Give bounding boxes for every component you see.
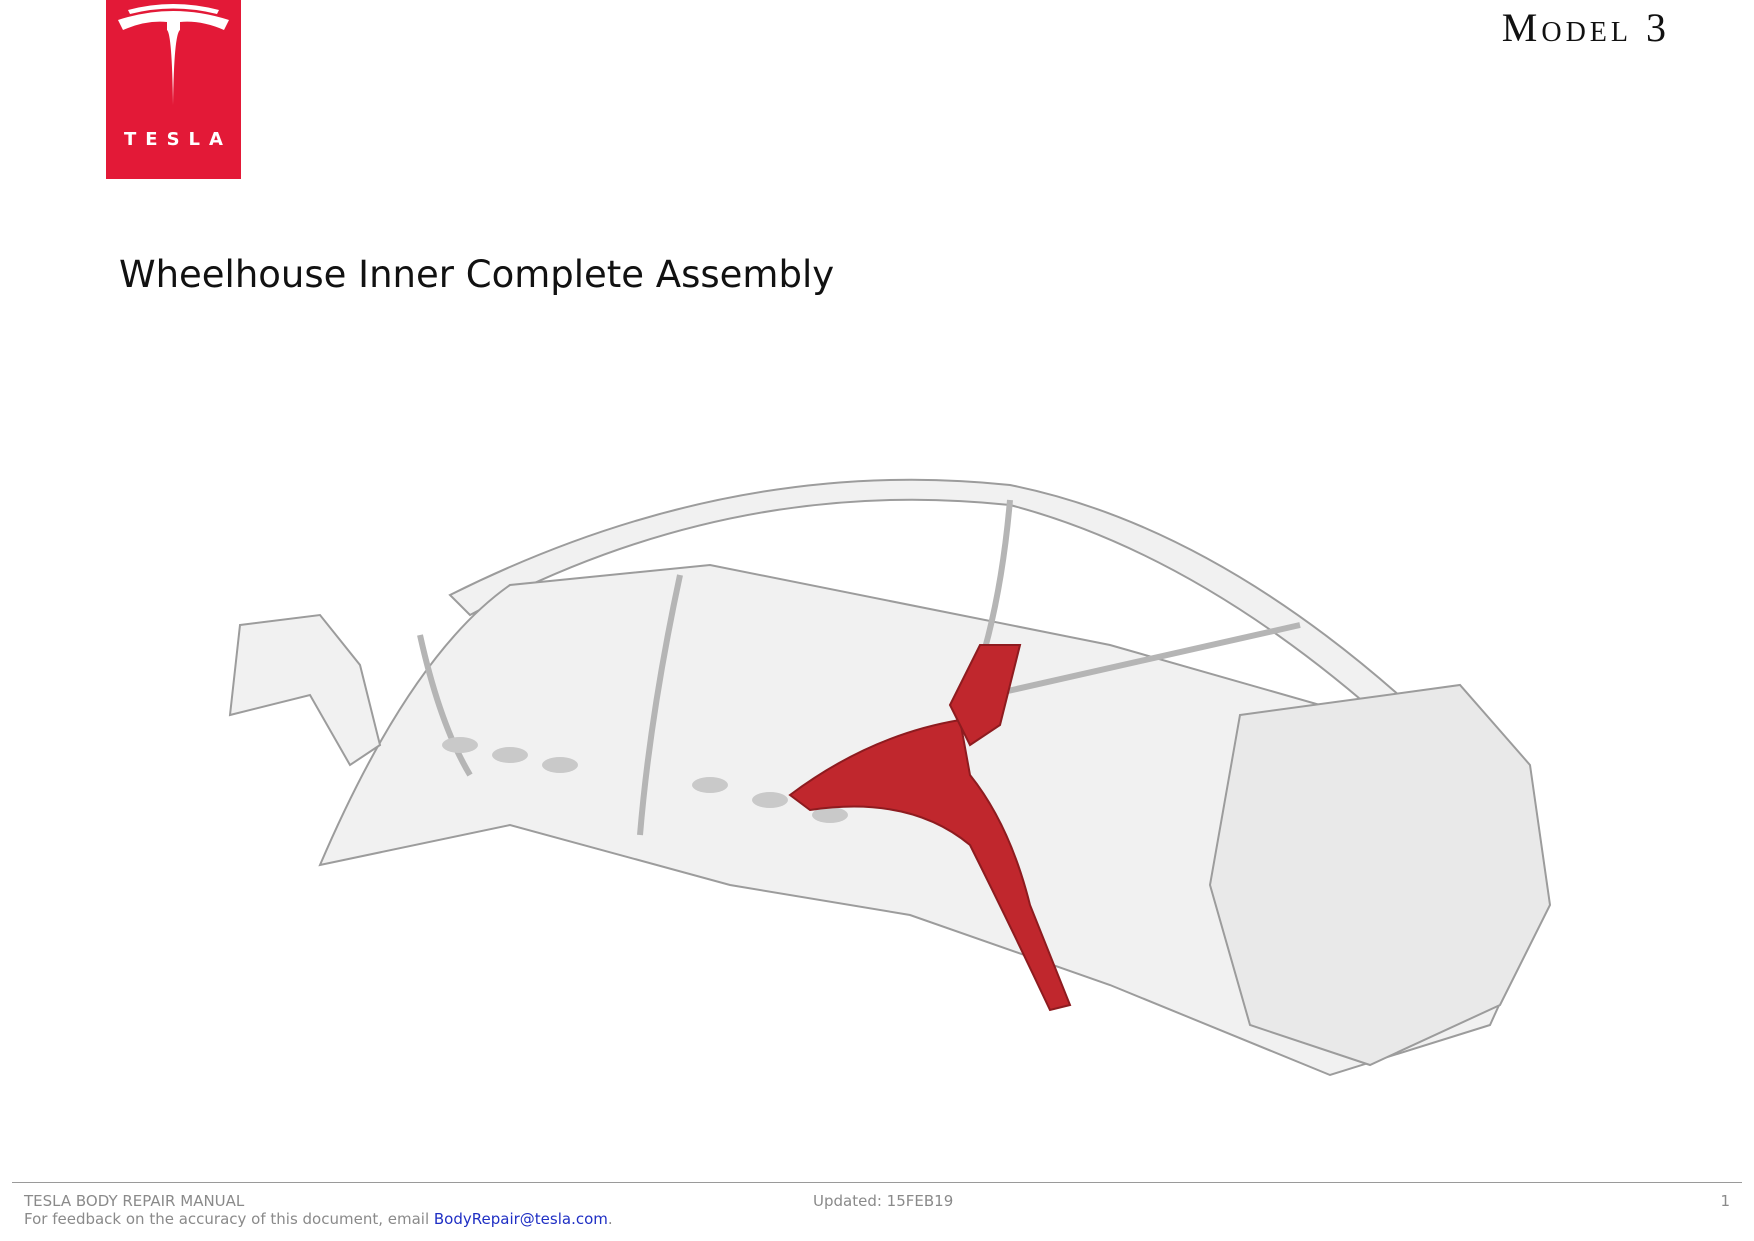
wheelhouse-bracket-highlight: [948, 644, 1022, 747]
footer-feedback: For feedback on the accuracy of this doc…: [24, 1210, 613, 1228]
tesla-t-icon: [118, 4, 229, 105]
logo-wordmark: TESLA: [124, 129, 232, 150]
feedback-suffix: .: [607, 1210, 613, 1228]
b-pillar: [637, 574, 683, 836]
feedback-email-link[interactable]: BodyRepair@tesla.com: [433, 1210, 608, 1228]
footer-rule: [12, 1182, 1742, 1183]
floor-cutouts: [442, 737, 848, 823]
wheelhouse-inner-highlight: [788, 718, 1072, 1012]
page-number: 1: [1720, 1192, 1730, 1210]
crossmember: [989, 622, 1301, 698]
page-title: Wheelhouse Inner Complete Assembly: [119, 253, 835, 296]
rear-tub: [1208, 683, 1552, 1067]
footer-manual-title: TESLA BODY REPAIR MANUAL: [24, 1192, 245, 1210]
front-module: [228, 613, 382, 767]
footer-updated: Updated: 15FEB19: [813, 1192, 954, 1210]
body-structure-illustration: [228, 478, 1552, 1077]
model-name: Model 3: [1501, 5, 1670, 50]
a-pillar: [417, 634, 473, 777]
feedback-text: For feedback on the accuracy of this doc…: [24, 1210, 434, 1228]
tesla-logo: TESLA: [106, 0, 241, 179]
